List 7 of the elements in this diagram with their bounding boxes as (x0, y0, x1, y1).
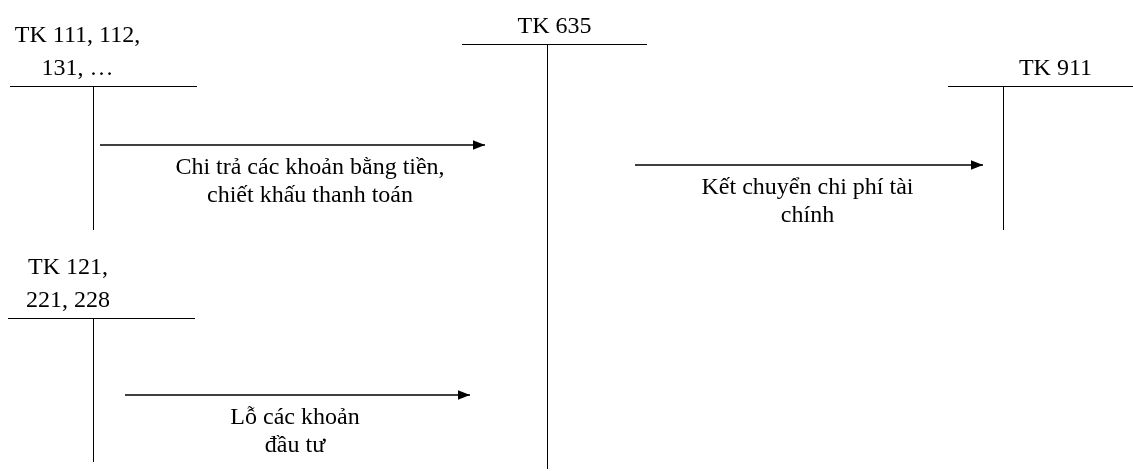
account-title: TK 635 (516, 11, 593, 40)
arrow (99, 140, 486, 150)
account-title: TK 911 (1017, 53, 1094, 82)
arrow (124, 390, 471, 400)
account-title: TK 111, 112, 131, … (13, 20, 142, 82)
account-title: TK 121, 221, 228 (25, 252, 111, 314)
arrow (634, 160, 984, 170)
